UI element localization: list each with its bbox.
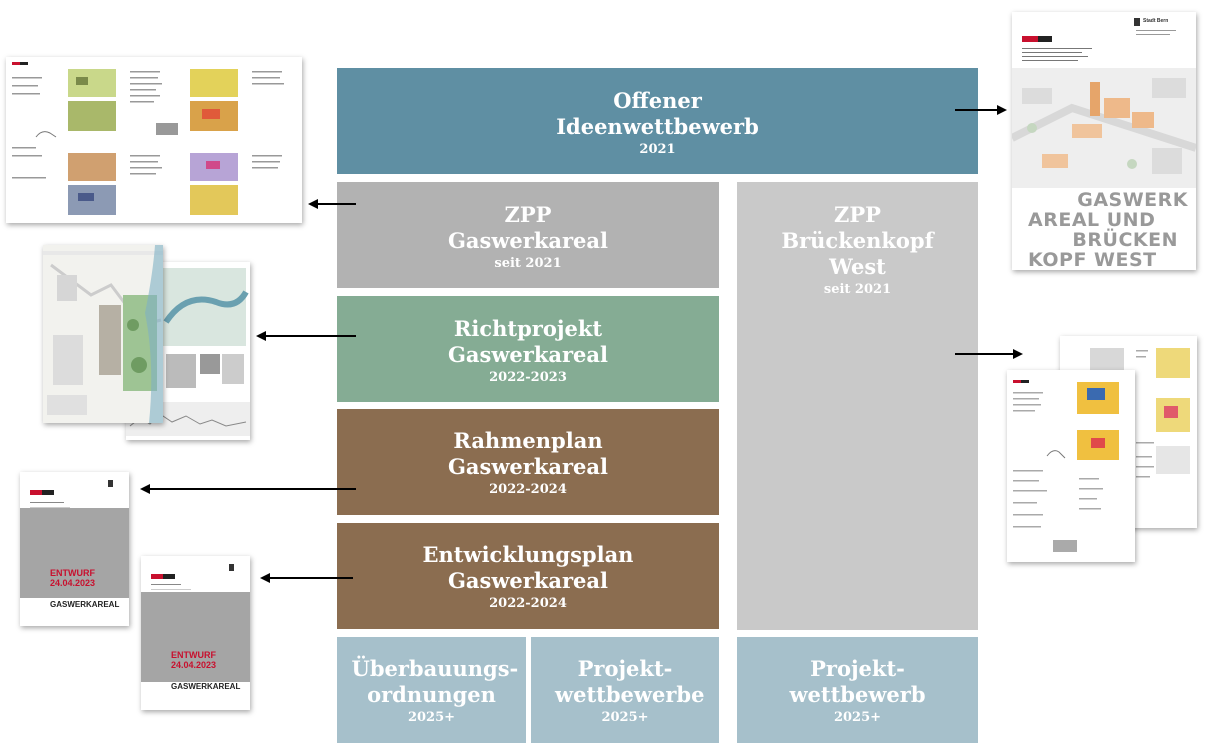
block-zpp-gaswerkareal: ZPP Gaswerkareal seit 2021	[337, 182, 719, 288]
block-year: 2022-2023	[489, 370, 567, 385]
block-title: Projekt-wettbewerb	[789, 656, 926, 707]
masterplan-render-image	[1012, 68, 1196, 188]
draft-stamp-line2: 24.04.2023	[171, 660, 217, 670]
arrow-left-icon	[256, 331, 356, 341]
block-title: Offener Ideenwettbewerb	[556, 88, 759, 139]
wettbewerb-report-cover-thumbnail: Stadt Bern GASWERK AREAL UND BRÜCKEN KOP…	[1012, 12, 1196, 270]
bern-crest-icon	[229, 564, 234, 571]
zoning-maps-image	[12, 69, 284, 215]
block-title: ZPP Gaswerkareal	[447, 202, 609, 253]
block-title: ZPP Brückenkopf West	[781, 202, 934, 279]
block-year: seit 2021	[823, 282, 892, 297]
block-title: Entwicklungsplan Gaswerkareal	[422, 542, 634, 593]
block-year: seit 2021	[494, 256, 562, 271]
zpp-plan-sheet-thumbnail	[6, 57, 302, 223]
publisher-label: Stadt Bern	[1143, 18, 1169, 24]
block-title: Projekt-wettbewerbe	[555, 656, 705, 707]
block-projektwettbewerbe: Projekt-wettbewerbe 2025+	[531, 637, 719, 743]
block-year: 2022-2024	[489, 482, 567, 497]
block-offener-ideenwettbewerb: Offener Ideenwettbewerb 2021	[337, 68, 978, 174]
block-projektwettbewerb: Projekt-wettbewerb 2025+	[737, 637, 978, 743]
draft-stamp-line1: ENTWURF	[50, 568, 95, 578]
bern-crest-icon	[1134, 18, 1140, 26]
zoning-maps-image	[1013, 382, 1119, 552]
richtprojekt-plan-thumbnail-front	[43, 245, 163, 423]
report-cover-title: GASWERK AREAL UND BRÜCKEN KOPF WEST	[1028, 189, 1188, 270]
arrow-left-icon	[140, 484, 356, 494]
block-year: 2021	[639, 142, 676, 157]
block-title: Überbauungs-ordnungen	[351, 656, 519, 707]
document-footer-label: GASWERKAREAL	[50, 600, 120, 609]
document-footer-label: GASWERKAREAL	[171, 682, 241, 691]
rahmenplan-document-thumbnail: ENTWURF 24.04.2023 GASWERKAREAL	[20, 472, 129, 626]
block-title: Rahmenplan Gaswerkareal	[447, 428, 609, 479]
arrow-right-icon	[955, 105, 1007, 115]
zpp-brueckenkopf-plan-sheet-front	[1007, 370, 1135, 562]
block-zpp-brueckenkopf-west: ZPP Brückenkopf West seit 2021	[737, 182, 978, 630]
arrow-right-icon	[955, 349, 1023, 359]
arrow-left-icon	[308, 199, 356, 209]
richtprojekt-siteplan-image	[43, 245, 163, 423]
block-ueberbauungsordnungen: Überbauungs-ordnungen 2025+	[337, 637, 526, 743]
block-year: 2025+	[833, 710, 882, 725]
block-richtprojekt: Richtprojekt Gaswerkareal 2022-2023	[337, 296, 719, 402]
draft-stamp-line1: ENTWURF	[171, 650, 216, 660]
block-year: 2022-2024	[489, 596, 567, 611]
block-year: 2025+	[407, 710, 456, 725]
block-title: Richtprojekt Gaswerkareal	[447, 316, 609, 367]
block-entwicklungsplan: Entwicklungsplan Gaswerkareal 2022-2024	[337, 523, 719, 629]
bern-crest-icon	[108, 480, 113, 487]
entwicklungsplan-document-thumbnail: ENTWURF 24.04.2023 GASWERKAREAL	[141, 556, 250, 710]
arrow-left-icon	[260, 573, 353, 583]
block-year: 2025+	[601, 710, 649, 725]
block-rahmenplan: Rahmenplan Gaswerkareal 2022-2024	[337, 409, 719, 515]
draft-stamp-line2: 24.04.2023	[50, 578, 96, 588]
